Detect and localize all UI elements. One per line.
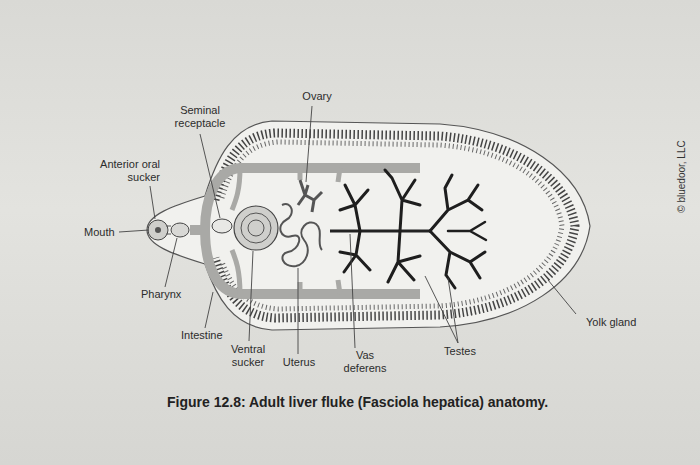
oral-sucker <box>148 220 168 240</box>
esophagus <box>166 226 171 234</box>
uterus <box>280 204 322 266</box>
part-label: Intestine <box>181 329 231 342</box>
part-label: Testes <box>440 345 480 358</box>
leader-lines <box>119 106 576 354</box>
vas-deferens <box>330 230 430 233</box>
body-outline <box>147 121 590 330</box>
part-label: Vas deferens <box>340 349 390 375</box>
testes <box>340 170 486 288</box>
ventral-sucker-ring <box>248 220 264 236</box>
ventral-sucker <box>234 206 278 250</box>
part-label: Pharynx <box>141 288 185 301</box>
part-label: Mouth <box>84 226 118 239</box>
mouth <box>155 227 161 233</box>
seminal-receptacle <box>212 219 232 233</box>
part-label: Yolk gland <box>586 316 646 329</box>
watermark: © bluedoor, LLC <box>675 140 686 212</box>
part-label: Ventral sucker <box>225 343 271 369</box>
pharynx <box>171 223 189 237</box>
ventral-sucker-ring <box>241 213 271 243</box>
part-label: Ovary <box>297 90 337 103</box>
part-label: Uterus <box>279 356 319 369</box>
figure-caption: Figure 12.8: Adult liver fluke (Fasciola… <box>167 394 548 410</box>
part-label: Seminal receptacle <box>170 104 230 130</box>
ovary <box>298 180 322 212</box>
part-label: Anterior oral sucker <box>88 158 160 184</box>
intestine-branches <box>232 168 340 294</box>
